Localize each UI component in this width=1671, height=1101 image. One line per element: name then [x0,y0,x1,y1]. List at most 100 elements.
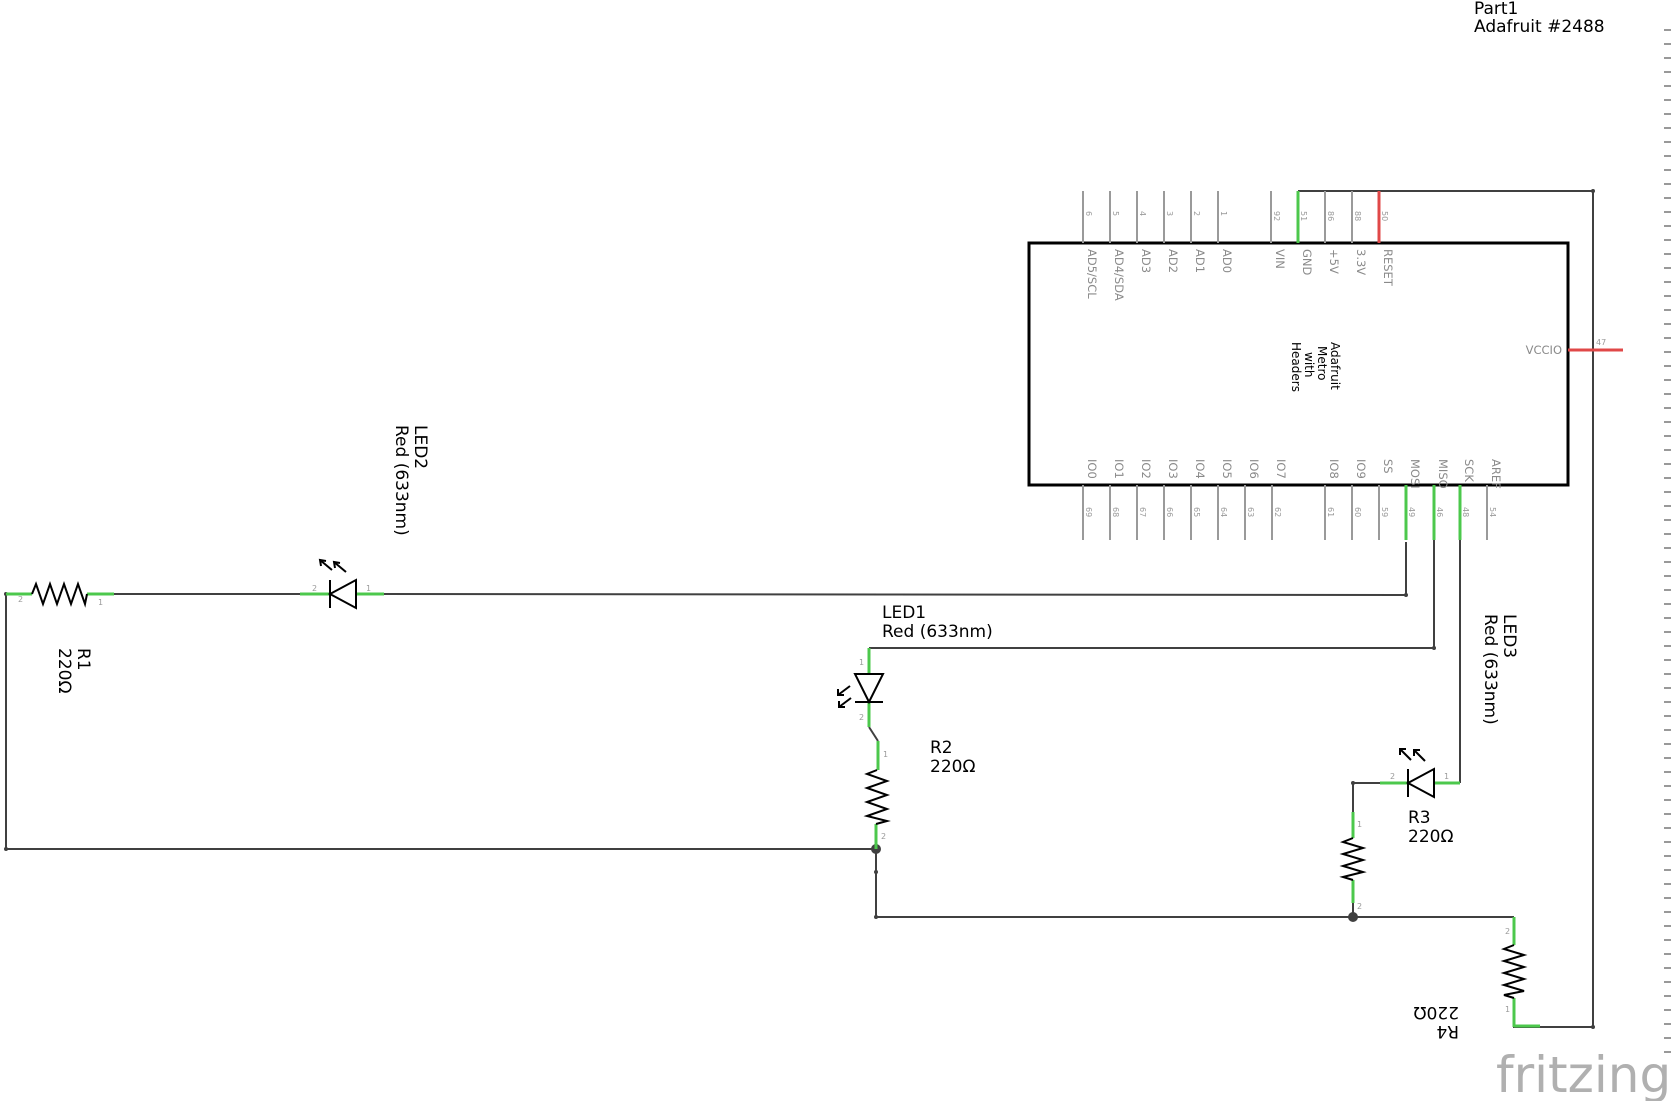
led3-ray [1399,748,1412,761]
part-title: Part1 [1474,0,1518,19]
led3-arrow [1399,748,1406,755]
led2-ray [333,561,347,573]
pin-number-miso: 46 [1435,507,1444,517]
r3-pin-2: 2 [1357,902,1362,911]
bend-dot [1432,646,1436,650]
pin-number-aref: 54 [1488,507,1497,517]
r3-value: 220Ω [1408,827,1453,847]
pin-label-io6: IO6 [1247,459,1261,479]
wire-mosi-led2[interactable] [383,593,1407,596]
pin-label-io2: IO2 [1139,459,1153,479]
pin-number-io7: 62 [1273,507,1282,517]
pin-number-io6: 63 [1246,507,1255,517]
bend-dot [4,847,8,851]
pin-label-ad3: AD3 [1139,249,1153,273]
led-led1[interactable]: 1 2 LED1 Red (633nm) [837,603,993,727]
pin-number-ad4-sda: 5 [1111,211,1120,216]
board-name-line: Adafruit [1328,342,1342,390]
pin-number-io9: 60 [1353,507,1362,517]
pin-number-ad1: 2 [1192,211,1201,216]
pin-label-io1: IO1 [1112,459,1126,479]
pin-number-vccio: 47 [1596,338,1606,347]
led2-ref: LED2 [410,425,430,469]
bottom-pin-header: 69IO068IO167IO266IO365IO464IO563IO662IO7… [1082,459,1503,540]
pin-number-io2: 67 [1138,507,1147,517]
pin-number-ad0: 1 [1219,211,1228,216]
pin-label-io9: IO9 [1354,459,1368,479]
bend-dot [1351,781,1355,785]
pin-label-io3: IO3 [1166,459,1180,479]
r4-pin-1: 1 [1505,1005,1510,1014]
pin-label-io7: IO7 [1274,459,1288,479]
pin-number-io1: 68 [1111,507,1120,517]
resistor-r3[interactable]: 1 2 R3 220Ω [1339,808,1453,911]
r2-body [863,769,891,825]
pin-number-io0: 69 [1084,507,1093,517]
bend-dot [1404,593,1408,597]
led2-arrow [332,560,341,569]
pin-number-mosi: 49 [1407,507,1416,517]
pin-number-vin: 92 [1272,211,1281,221]
pin-number-3-3v: 88 [1353,211,1362,221]
led1-ray [837,685,851,696]
r2-pin-2: 2 [881,832,886,841]
pin-label-ad0: AD0 [1220,249,1234,273]
board-outline [1027,241,1570,487]
wires [5,190,1594,1028]
led2-ray [319,559,333,571]
led-led2[interactable]: 2 1 LED2 Red (633nm) [300,425,430,610]
r4-body [1500,944,1528,999]
pin-number-ad5-scl: 6 [1084,211,1093,216]
r1-ref: R1 [73,648,93,671]
pin-number-gnd: 51 [1299,211,1308,221]
led3-pin-1: 1 [1444,772,1449,781]
resistor-r2[interactable]: 1 2 R2 220Ω [863,738,975,849]
led-led3[interactable]: 2 1 LED3 Red (633nm) [1380,614,1519,799]
r3-pin-1: 1 [1357,820,1362,829]
resistor-r1[interactable]: 2 1 R1 220Ω [6,580,114,693]
resistor-r4[interactable]: 2 1 R4 220Ω [1414,917,1540,1041]
r3-body [1339,837,1367,881]
pin-label-miso: MISO [1436,459,1450,489]
r4-pin-2: 2 [1505,927,1510,936]
pin-number-sck: 48 [1461,507,1470,517]
board-name-line: Metro [1315,346,1329,380]
led1-value: Red (633nm) [882,622,993,642]
pin-label-ad5-scl: AD5/SCL [1085,249,1099,299]
pin-label-ss: SS [1381,459,1395,474]
pin-label-5v: +5V [1327,249,1341,274]
fritzing-logo: fritzing [1496,1046,1671,1101]
led2-pin-1: 1 [366,584,371,593]
pin-number-ad3: 4 [1138,211,1147,216]
led2-pin-2: 2 [312,584,317,593]
r1-pin-2: 2 [18,595,23,604]
led1-arrow [838,701,845,708]
top-pin-header: 6AD5/SCL5AD4/SDA4AD33AD22AD11AD092VIN51G… [1082,191,1395,301]
pin-number-io8: 61 [1326,507,1335,517]
junction-r3 [1348,912,1358,922]
part-name: Adafruit #2488 [1474,17,1605,37]
pin-label-io0: IO0 [1085,459,1099,479]
pin-label-vin: VIN [1273,249,1287,269]
r4-value: 220Ω [1414,1002,1459,1022]
pin-label-ad2: AD2 [1166,249,1180,273]
pin-label-io4: IO4 [1193,459,1207,479]
led3-ray [1413,749,1426,762]
led1-arrow [837,689,844,696]
led3-arrow [1413,749,1420,756]
led3-value: Red (633nm) [1480,614,1500,725]
pin-number-5v: 86 [1326,211,1335,221]
r1-pin-1: 1 [98,598,103,607]
led2-arrow [318,558,327,567]
pin-label-reset: RESET [1381,249,1395,287]
led1-pin-1: 1 [859,658,864,667]
led3-ref: LED3 [1499,614,1519,658]
led1-ref: LED1 [882,603,926,623]
board-name-line: Headers [1289,342,1303,392]
wire-led1-r2[interactable] [868,726,879,742]
led2-value: Red (633nm) [391,425,411,536]
pin-label-aref: AREF [1489,459,1503,489]
